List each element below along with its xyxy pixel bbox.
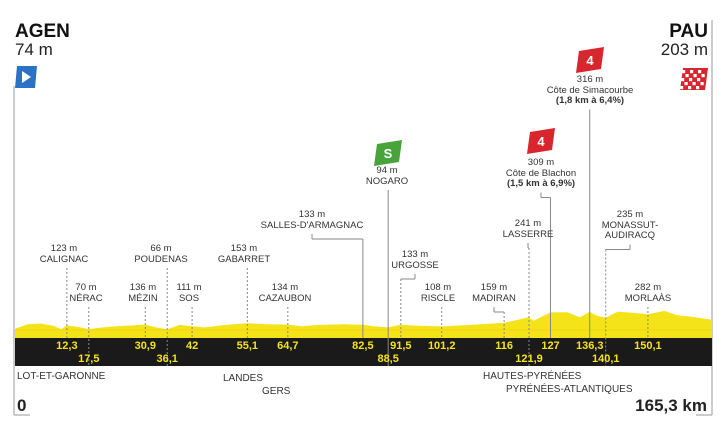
km-label: 30,9 [134, 340, 156, 352]
elevation-area [15, 310, 712, 338]
km-label: 64,7 [277, 340, 299, 352]
region-label: GERS [262, 386, 291, 397]
km-label: 140,1 [591, 353, 620, 365]
km-label: 88,5 [377, 353, 399, 365]
marker-altitude: 123 m [50, 243, 78, 254]
marker-name: LASSERRE [502, 228, 554, 240]
km-label: 116 [495, 340, 513, 352]
start-altitude: 74 m [15, 40, 53, 59]
km-label: 127 [541, 340, 560, 352]
start-distance: 0 [17, 396, 27, 415]
climb-category-flag-icon: 4 [527, 128, 555, 154]
marker-name: Côte de Simacourbe [546, 84, 634, 96]
marker-name: SALLES-D'ARMAGNAC [260, 219, 364, 231]
marker-altitude: 133 m [401, 249, 429, 260]
finish-altitude: 203 m [660, 40, 708, 59]
svg-text:4: 4 [586, 53, 594, 68]
marker-altitude: 309 m [527, 157, 555, 168]
marker-altitude: 316 m [576, 74, 604, 85]
km-band [15, 338, 712, 366]
climb-category-flag-icon: 4 [576, 47, 604, 73]
km-label: 121,9 [515, 353, 543, 365]
marker-altitude: 94 m [376, 165, 398, 176]
marker-altitude: 136 m [129, 282, 157, 293]
marker-name: NOGARO [365, 175, 409, 187]
checkered-finish-flag-icon [680, 68, 708, 90]
km-label: 91,5 [390, 340, 412, 352]
marker-name: CAZAUBON [258, 292, 312, 304]
start-city: AGEN [15, 21, 70, 42]
finish-city: PAU [669, 21, 708, 42]
marker-name: MONASSUT- [601, 219, 659, 231]
region-label: LANDES [223, 373, 264, 384]
marker-name: AUDIRACQ [604, 230, 656, 241]
km-label: 36,1 [156, 353, 178, 365]
marker-altitude: 241 m [514, 218, 542, 229]
marker-name: MÉZIN [128, 292, 158, 304]
climb-detail: (1,5 km à 6,9%) [506, 178, 576, 189]
marker-name: MORLAÀS [624, 292, 672, 304]
sprint-flag-icon: S [374, 140, 402, 166]
climb-detail: (1,8 km à 6,4%) [555, 95, 625, 106]
marker-altitude: 153 m [230, 243, 258, 254]
marker-altitude: 235 m [616, 209, 644, 220]
svg-text:4: 4 [537, 134, 545, 149]
region-label: LOT-ET-GARONNE [17, 371, 106, 382]
marker-altitude: 66 m [150, 243, 172, 254]
km-label: 12,3 [56, 340, 78, 352]
km-label: 42 [185, 340, 199, 352]
km-label: 55,1 [236, 340, 259, 352]
region-label: HAUTES-PYRÉNÉES [483, 371, 582, 382]
marker-name: Côte de Blachon [505, 167, 577, 179]
km-label: 17,5 [78, 353, 100, 365]
marker-altitude: 133 m [298, 209, 326, 220]
start-flag-icon [15, 66, 37, 88]
marker-altitude: 70 m [75, 282, 97, 293]
marker-altitude: 111 m [176, 282, 202, 293]
km-label: 101,2 [427, 340, 456, 352]
marker-name: POUDENAS [134, 253, 188, 265]
km-label: 136,3 [575, 340, 604, 352]
marker-name: CALIGNAC [39, 253, 89, 265]
marker-name: NÉRAC [69, 292, 103, 304]
marker-name: RISCLE [420, 292, 456, 304]
marker-name: URGOSSE [391, 259, 439, 271]
marker-name: GABARRET [217, 253, 271, 265]
region-label: PYRÉNÉES-ATLANTIQUES [506, 384, 633, 395]
km-label: 82,5 [352, 340, 374, 352]
marker-altitude: 134 m [271, 282, 299, 293]
total-distance: 165,3 km [635, 396, 707, 415]
km-label: 150,1 [634, 340, 662, 352]
svg-text:S: S [384, 146, 393, 161]
marker-altitude: 108 m [424, 282, 452, 293]
marker-altitude: 282 m [634, 282, 662, 293]
marker-name: SOS [178, 292, 200, 304]
marker-altitude: 159 m [480, 282, 508, 293]
marker-name: MADIRAN [472, 292, 516, 304]
